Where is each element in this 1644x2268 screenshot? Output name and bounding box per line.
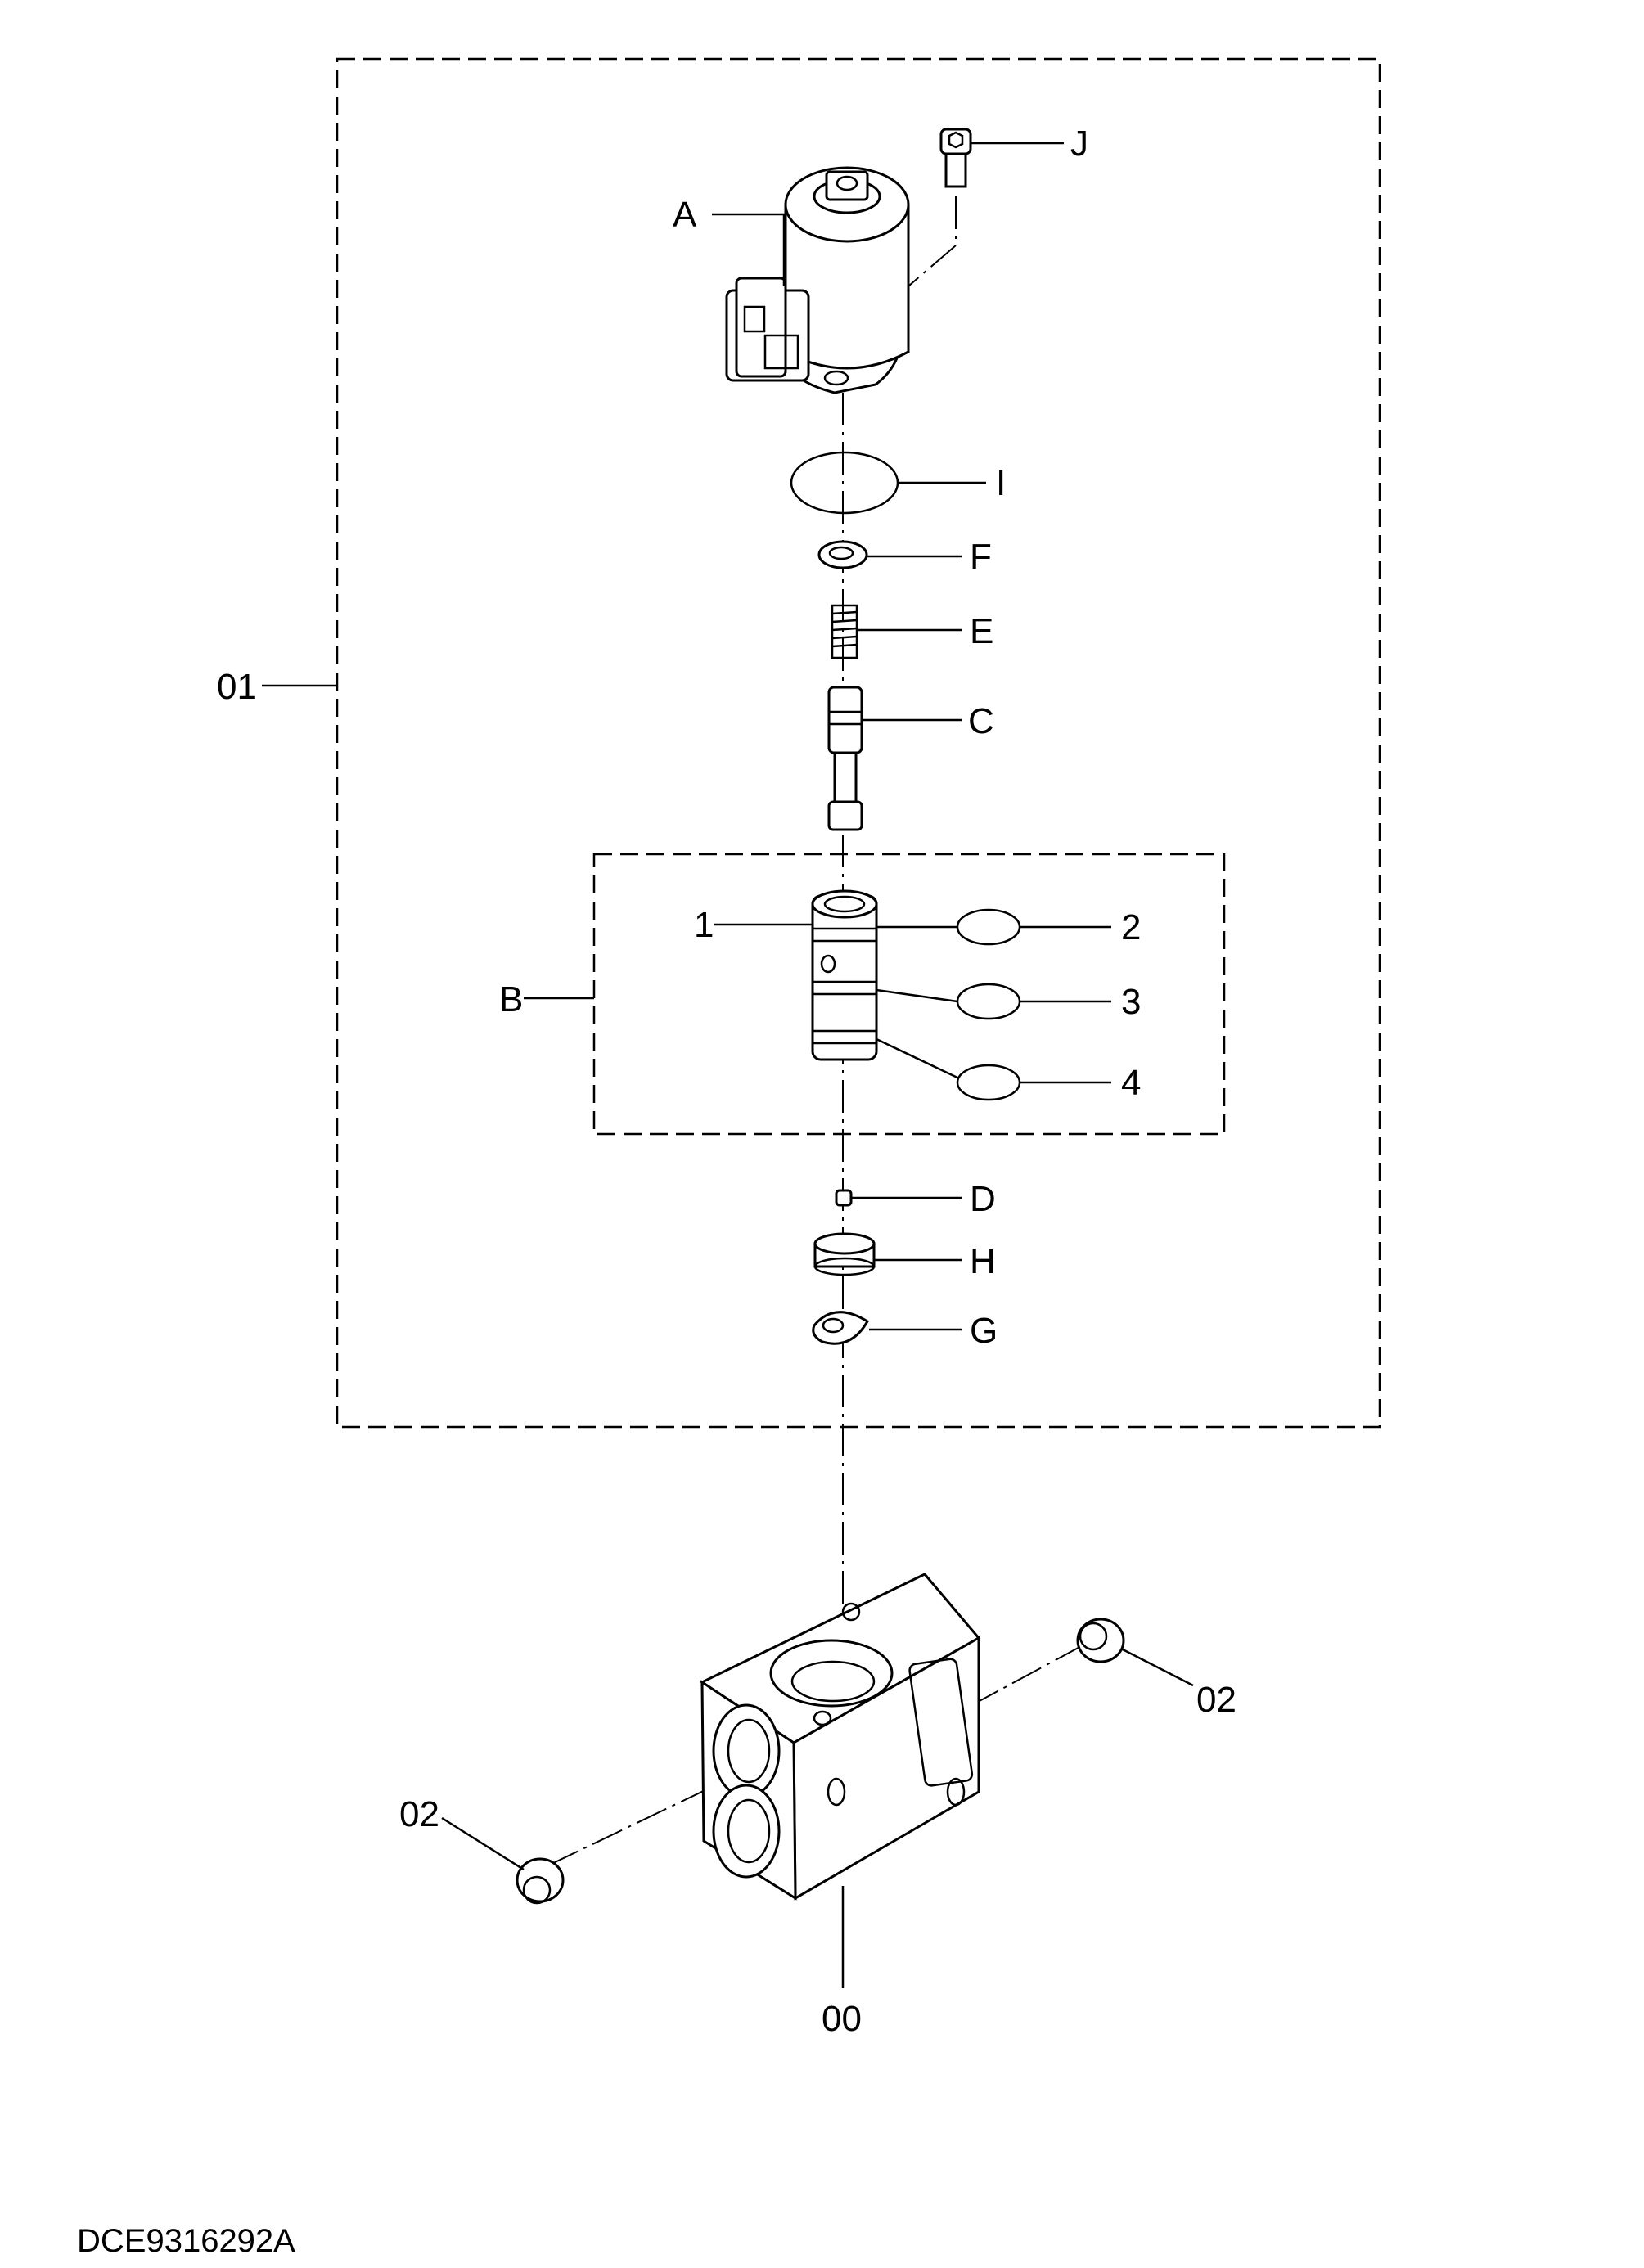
label-4: 4 [1121, 1063, 1141, 1103]
bolt-axis-diagonal [822, 245, 957, 361]
label-02-right: 02 [1196, 1680, 1236, 1720]
plug-02-left [516, 1857, 565, 1905]
label-h: H [970, 1241, 996, 1281]
label-c: C [968, 701, 994, 741]
leader-02-left [441, 1816, 525, 1871]
label-f: F [970, 537, 992, 577]
leader-02-right [1120, 1647, 1194, 1687]
leader-4a [876, 1037, 960, 1080]
label-b: B [499, 979, 523, 1019]
cap-screw-j [939, 128, 972, 188]
leader-a [712, 213, 786, 286]
label-2: 2 [1121, 907, 1141, 947]
pin-d [835, 1189, 853, 1207]
label-i: I [996, 463, 1006, 503]
label-02-left: 02 [399, 1794, 439, 1834]
label-j: J [1070, 124, 1088, 164]
label-1: 1 [694, 905, 714, 945]
label-a: A [673, 195, 697, 235]
label-3: 3 [1121, 982, 1141, 1022]
label-d: D [970, 1179, 996, 1219]
o-ring-2 [956, 908, 1021, 946]
solenoid-a [725, 166, 910, 394]
plug-right-axis [977, 1644, 1085, 1703]
snap-ring-f [817, 540, 868, 569]
plate-h [813, 1232, 876, 1276]
label-00: 00 [822, 1999, 862, 2039]
ring-g [812, 1311, 870, 1345]
subassembly-b-frame [592, 853, 1226, 1136]
o-ring-3 [956, 983, 1021, 1020]
label-01: 01 [217, 667, 257, 707]
plug-02-right [1076, 1618, 1125, 1663]
assembly-01-frame [336, 57, 1381, 1429]
spring-e [831, 604, 858, 659]
spool-c [827, 686, 863, 831]
valve-body-00 [699, 1573, 981, 1901]
label-g: G [970, 1311, 998, 1351]
sleeve-1 [811, 889, 878, 1061]
leader-3a [876, 988, 958, 1003]
o-ring-4 [956, 1064, 1021, 1101]
drawing-code: DCE9316292A [77, 2223, 295, 2259]
o-ring-i [790, 451, 899, 515]
label-e: E [970, 611, 993, 651]
